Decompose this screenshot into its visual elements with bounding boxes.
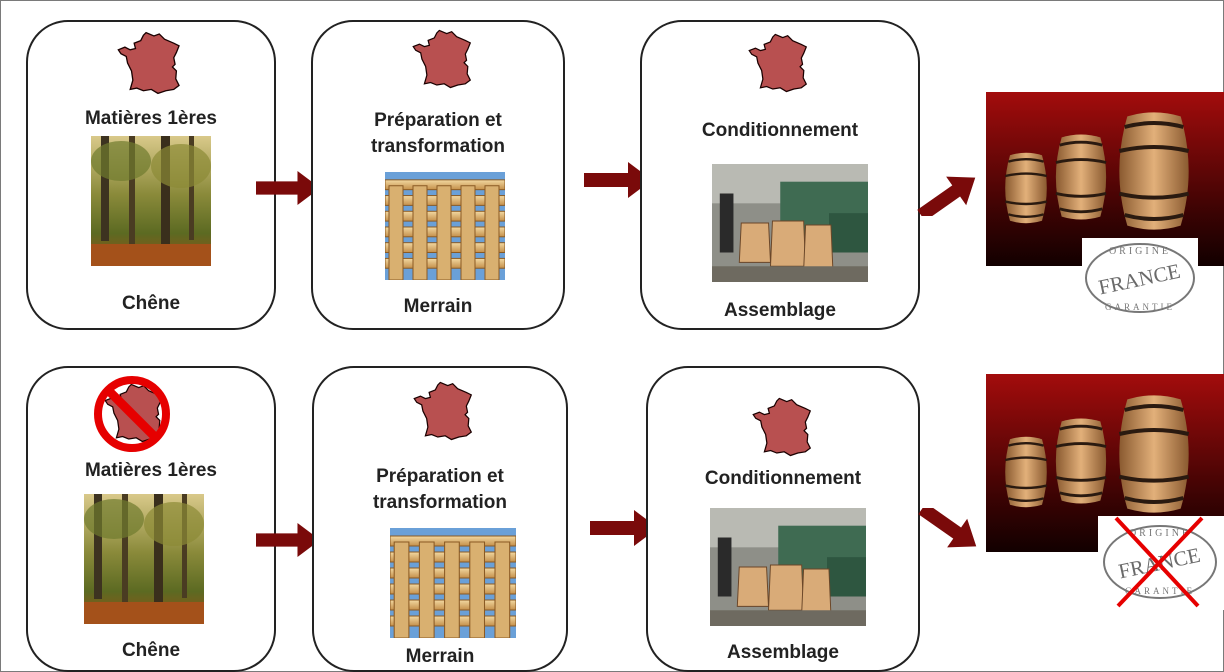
stamp-top-text: ORIGINE [1129,528,1191,539]
stage-raw-materials: Matières 1ères Chêne [26,366,276,672]
stage-caption: Chêne [121,640,181,661]
stage-title-line1: Préparation et [374,110,502,131]
france-map-icon [413,380,475,442]
stage-title: Conditionnement [704,468,862,489]
stage-caption: Chêne [121,293,181,314]
stage-caption: Merrain [405,646,475,667]
france-map-icon [117,30,183,96]
stave-stack-photo [385,172,505,280]
arrow-diagonal-icon [916,508,984,548]
cooperage-workshop-photo [712,164,868,282]
stage-title: Matières 1ères [84,460,218,481]
arrow-diagonal-icon [915,176,983,216]
origine-france-stamp: ORIGINE FRANCE GARANTIE [1082,238,1198,318]
france-map-icon [412,28,474,90]
stage-raw-materials: Matières 1ères Chêne [26,20,276,330]
barrels-photo [986,92,1224,266]
stage-caption: Merrain [403,296,473,317]
stage-title-line2: transformation [372,492,508,513]
stage-title: Matières 1ères [84,108,218,129]
cooperage-workshop-photo [710,508,866,626]
forbidden-france-icon [94,376,170,452]
stage-caption: Assemblage [727,642,839,663]
stage-packaging: Conditionnement Assemblage [640,20,920,330]
stage-packaging: Conditionnement Assemblage [646,366,920,672]
crossed-origine-france-stamp: ORIGINE FRANCE GARANTIE [1098,516,1224,610]
stage-title-line1: Préparation et [376,466,504,487]
stage-title-line2: transformation [370,136,506,157]
stage-title: Conditionnement [701,120,859,141]
stage-caption: Assemblage [724,300,836,321]
stamp-bottom-text: GARANTIE [1105,302,1175,312]
france-map-icon [752,396,814,458]
red-cross-icon [1114,516,1204,608]
stage-preparation: Préparation et transformation Merrain [311,20,565,330]
oak-forest-photo [91,136,211,266]
stamp-top-text: ORIGINE [1109,246,1171,257]
oak-forest-photo [84,494,204,624]
stamp-bottom-text: GARANTIE [1125,586,1195,596]
stage-preparation: Préparation et transformation Merrain [312,366,568,672]
stave-stack-photo [390,528,516,638]
france-map-icon [748,32,810,94]
